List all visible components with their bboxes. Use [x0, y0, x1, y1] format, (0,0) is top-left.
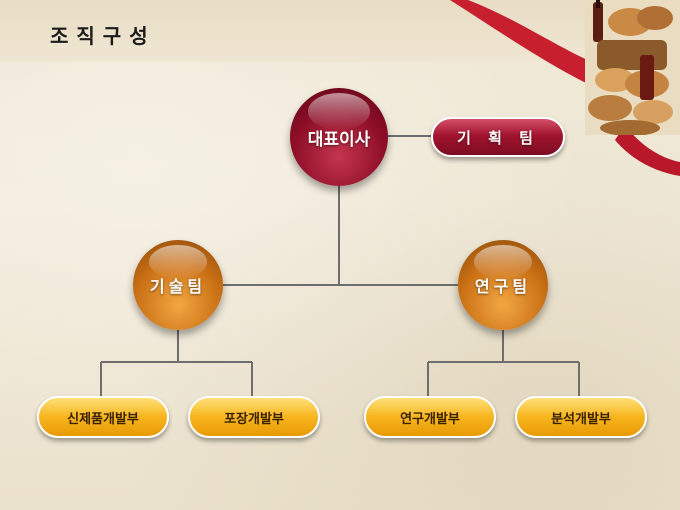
dept-analysis-label: 분석개발부: [551, 411, 611, 427]
rnd-team-node: 연구팀: [458, 240, 548, 330]
dept-packaging-node: 포장개발부: [188, 396, 320, 438]
dept-new-product-node: 신제품개발부: [37, 396, 169, 438]
rnd-team-label: 연구팀: [474, 277, 532, 296]
page-title: 조직구성: [50, 24, 156, 48]
planning-team-node: 기 획 팀: [431, 117, 565, 157]
planning-team-label: 기 획 팀: [457, 128, 539, 147]
tech-team-label: 기술팀: [149, 277, 207, 296]
dept-new-product-label: 신제품개발부: [67, 411, 139, 427]
ceo-label: 대표이사: [307, 129, 371, 150]
food-basket-image: [585, 0, 680, 135]
ceo-node: 대표이사: [290, 88, 388, 186]
dept-research-label: 연구개발부: [400, 411, 460, 427]
tech-team-node: 기술팀: [133, 240, 223, 330]
dept-analysis-node: 분석개발부: [515, 396, 647, 438]
dept-research-node: 연구개발부: [364, 396, 496, 438]
dept-packaging-label: 포장개발부: [224, 411, 284, 427]
